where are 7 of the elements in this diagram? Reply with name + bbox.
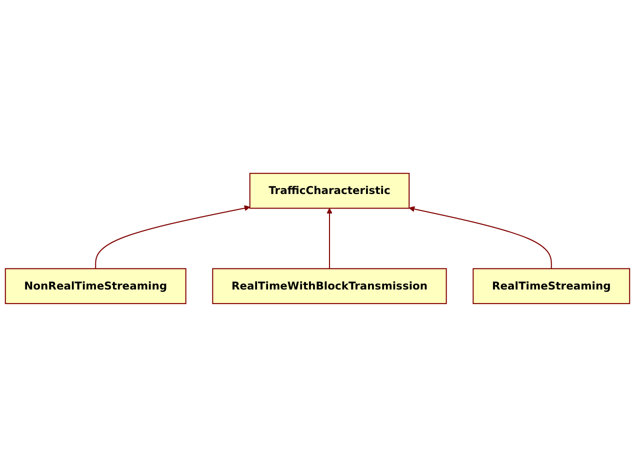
node-box: NonRealTimeStreaming (4, 268, 186, 304)
node-box: RealTimeStreaming (472, 268, 630, 304)
arrow (95, 204, 250, 268)
arrow (408, 206, 552, 268)
node-box: RealTimeWithBlockTransmission (212, 268, 447, 304)
node-box: TrafficCharacteristic (249, 172, 410, 208)
arrow (326, 208, 332, 268)
